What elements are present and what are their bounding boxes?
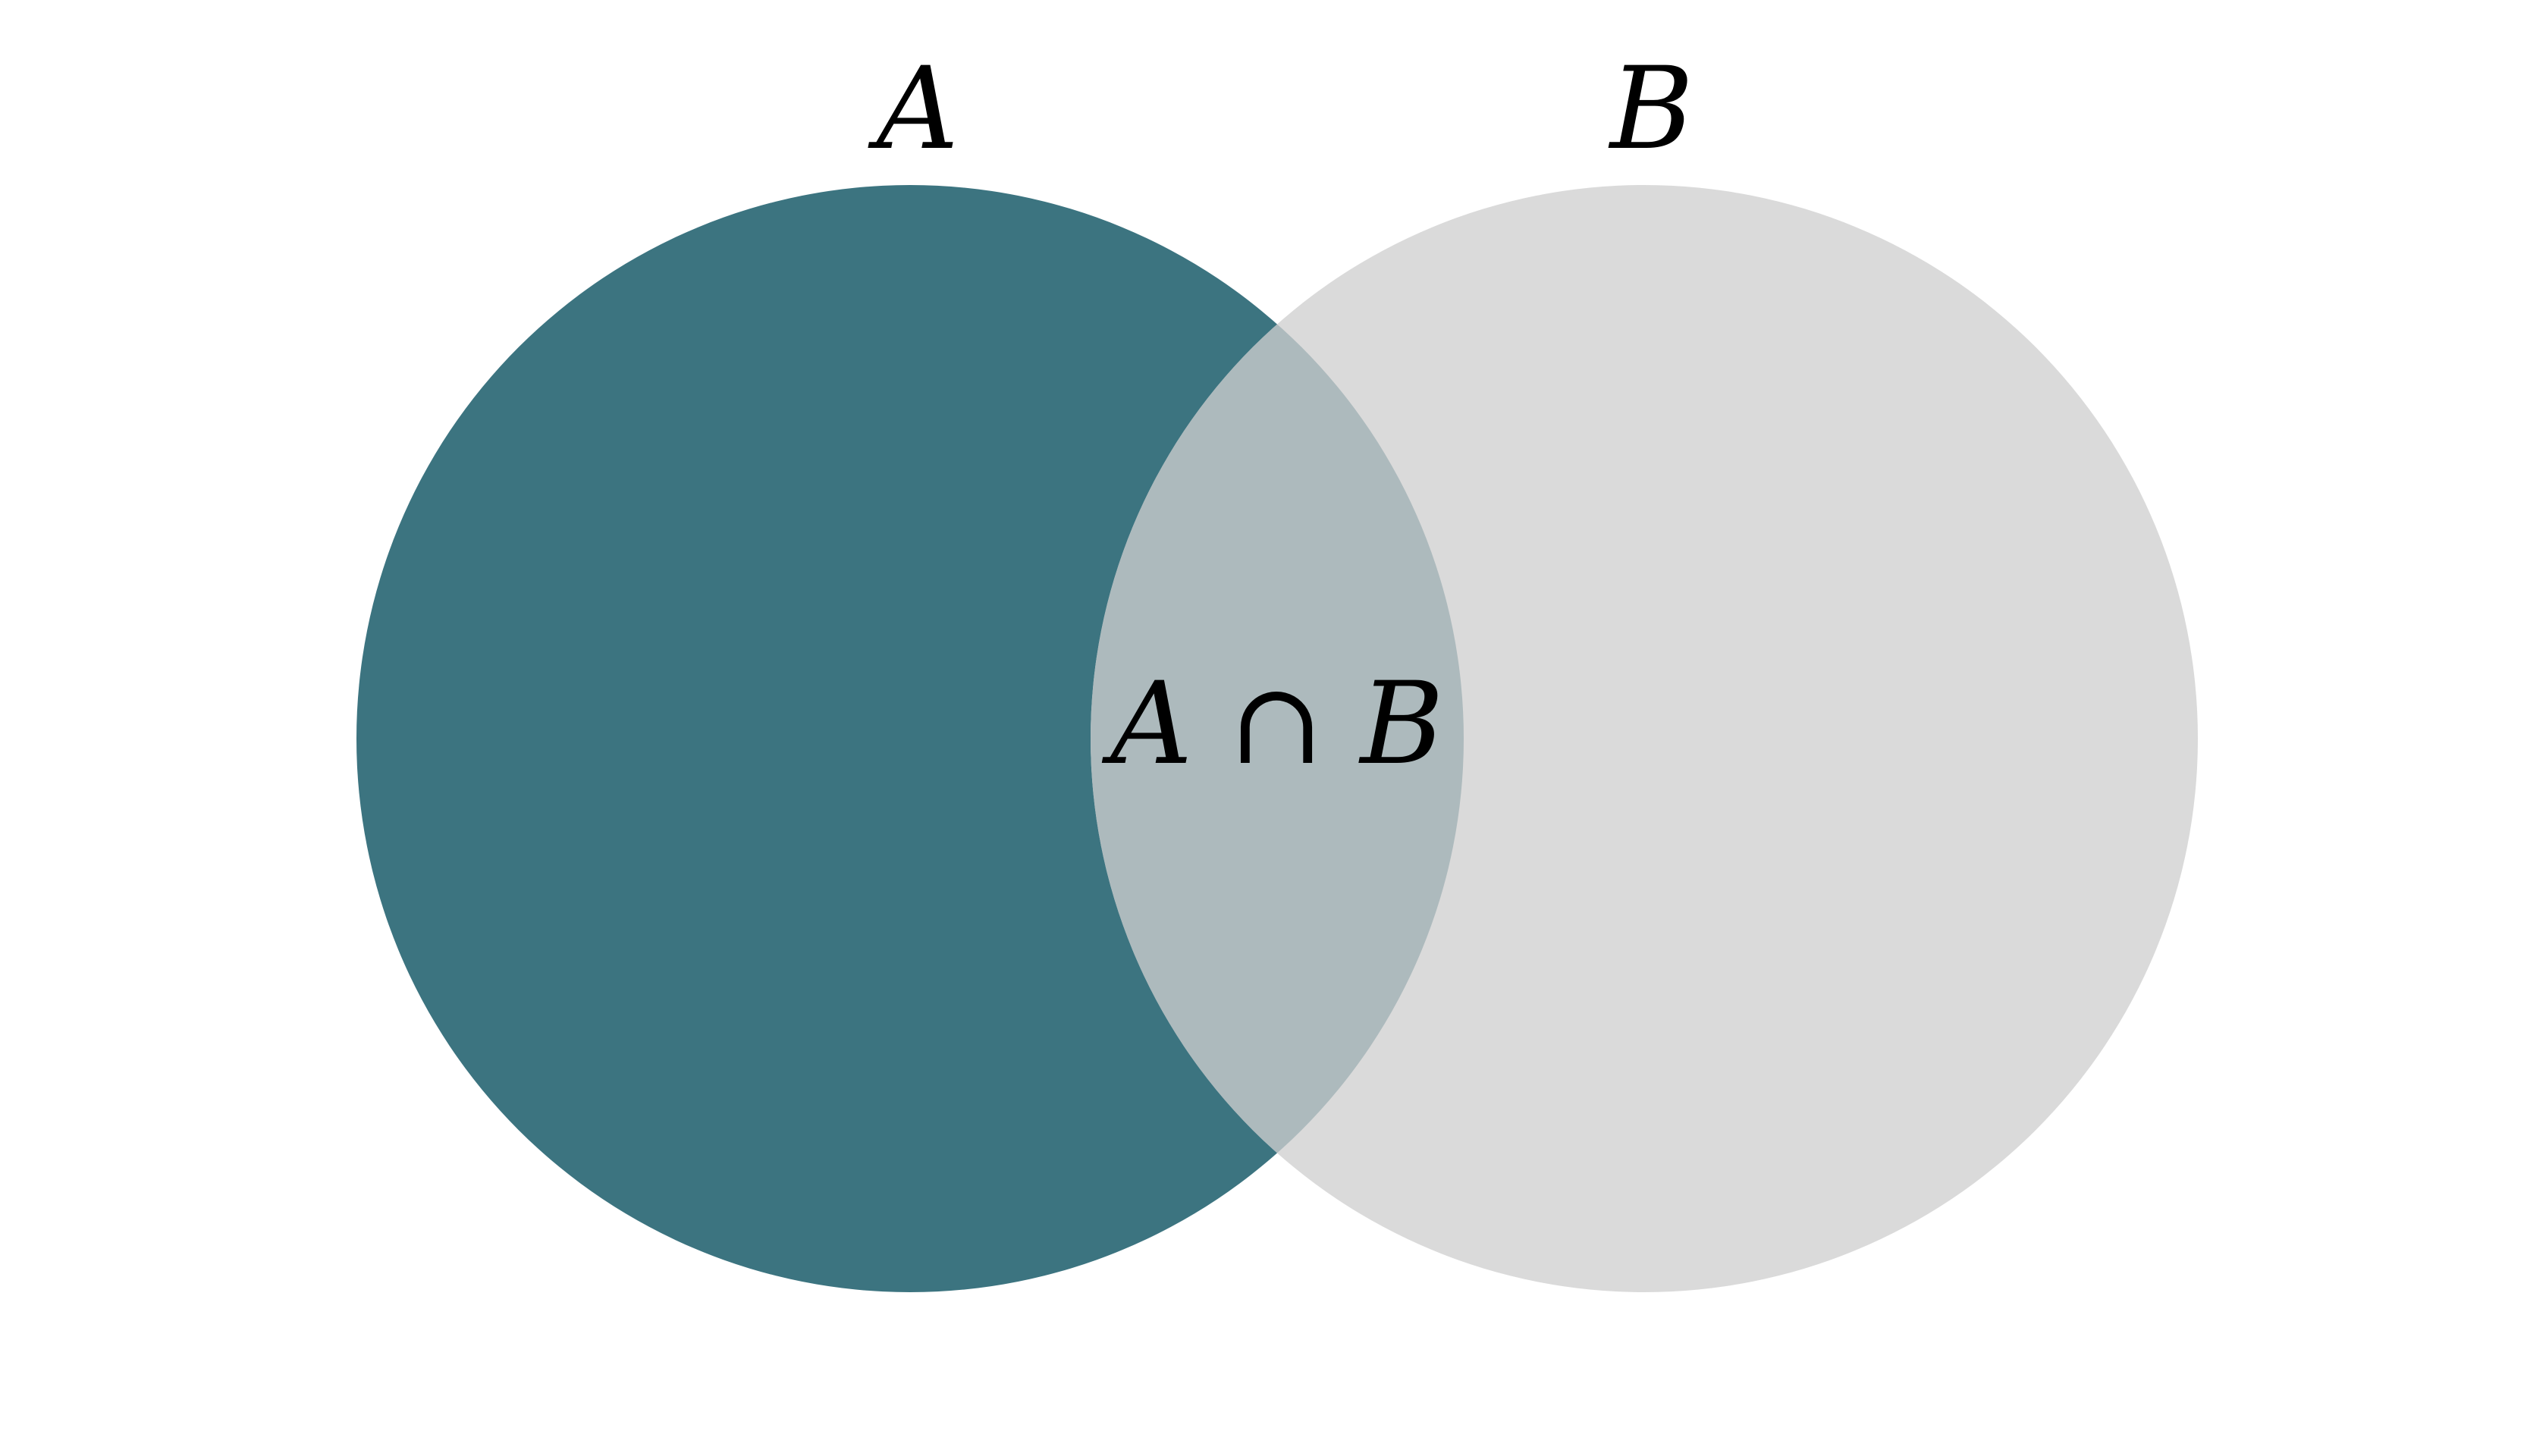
set-a-label: A — [868, 43, 959, 175]
intersection-label: A ∩ B — [1101, 658, 1444, 790]
set-b-label: B — [1608, 43, 1694, 175]
intersection-region — [1091, 185, 1464, 1292]
